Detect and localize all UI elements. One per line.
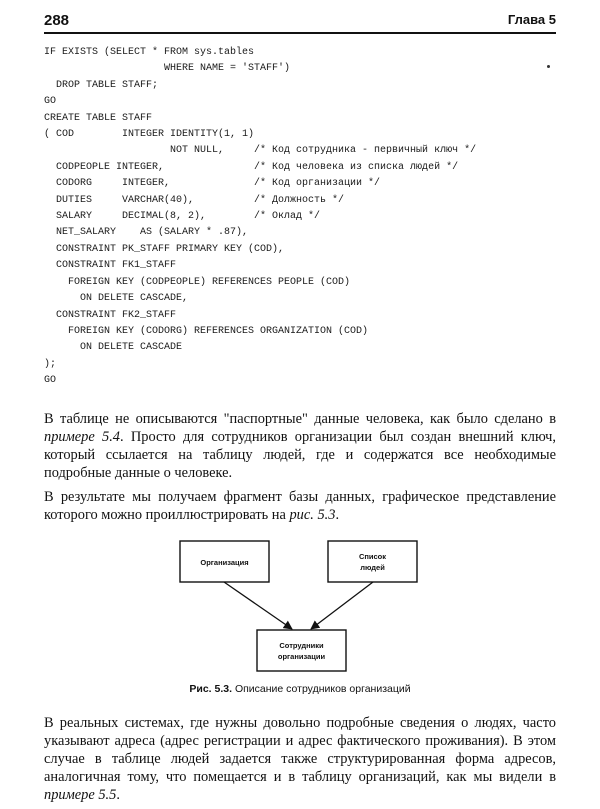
box-people-label-line1: Список	[359, 552, 386, 561]
code-line: CODORG INTEGER, /* Код организации */	[44, 178, 381, 190]
box-staff-label-line2: организации	[278, 652, 326, 661]
paragraph-2: В результате мы получаем фрагмент базы д…	[44, 489, 556, 523]
figure-caption-text: Описание сотрудников организаций	[232, 683, 411, 695]
code-line: DUTIES VARCHAR(40), /* Должность */	[44, 194, 345, 206]
code-line: SALARY DECIMAL(8, 2), /* Оклад */	[44, 211, 321, 223]
scan-speck	[547, 65, 550, 68]
page-header: 288 Глава 5	[44, 10, 556, 32]
header-rule	[44, 32, 556, 34]
box-organization-label: Организация	[200, 558, 248, 567]
code-line: );	[44, 358, 57, 370]
code-line: CODPEOPLE INTEGER, /* Код человека из сп…	[44, 161, 459, 173]
arrow-people-to-staff	[310, 581, 374, 630]
example-ref-5-4: примере 5.4	[44, 429, 121, 445]
box-people-label-line2: людей	[360, 563, 385, 572]
box-people	[327, 540, 418, 583]
code-line: CONSTRAINT PK_STAFF PRIMARY KEY (COD),	[44, 243, 285, 255]
figure-ref-5-3: рис. 5.3	[289, 507, 336, 523]
code-line: GO	[44, 96, 57, 108]
code-line: NOT NULL, /* Код сотрудника - первичный …	[44, 145, 477, 157]
code-line: IF EXISTS (SELECT * FROM sys.tables	[44, 47, 255, 58]
code-line: ON DELETE CASCADE	[44, 342, 183, 354]
figure-caption-number: Рис. 5.3.	[189, 683, 233, 695]
code-line: GO	[44, 375, 57, 387]
chapter-title: Глава 5	[507, 12, 556, 27]
arrow-org-to-staff	[223, 581, 293, 630]
code-line: DROP TABLE STAFF;	[44, 79, 159, 91]
code-line: ( COD INTEGER IDENTITY(1, 1)	[44, 129, 255, 141]
example-ref-5-5: примере 5.5	[44, 787, 117, 803]
paragraph-1: В таблице не описываются "паспортные" да…	[44, 411, 557, 481]
code-line: NET_SALARY AS (SALARY * .87),	[44, 227, 249, 239]
code-line: FOREIGN KEY (CODORG) REFERENCES ORGANIZA…	[44, 325, 369, 337]
code-line: CREATE TABLE STAFF	[44, 112, 153, 124]
code-line: CONSTRAINT FK1_STAFF	[44, 260, 177, 272]
box-staff-label-line1: Сотрудники	[279, 641, 324, 650]
figure-caption: Рис. 5.3. Описание сотрудников организац…	[44, 683, 556, 695]
box-staff	[256, 629, 347, 672]
page-number: 288	[44, 12, 70, 29]
code-line: WHERE NAME = 'STAFF')	[44, 63, 291, 75]
code-line: ON DELETE CASCADE,	[44, 293, 189, 305]
paragraph-3: В реальных системах, где нужны довольно …	[44, 715, 556, 803]
code-line: CONSTRAINT FK2_STAFF	[44, 309, 177, 321]
sql-code-block: IF EXISTS (SELECT * FROM sys.tables WHER…	[44, 45, 476, 390]
box-organization	[179, 540, 270, 583]
code-line: FOREIGN KEY (CODPEOPLE) REFERENCES PEOPL…	[44, 276, 351, 288]
